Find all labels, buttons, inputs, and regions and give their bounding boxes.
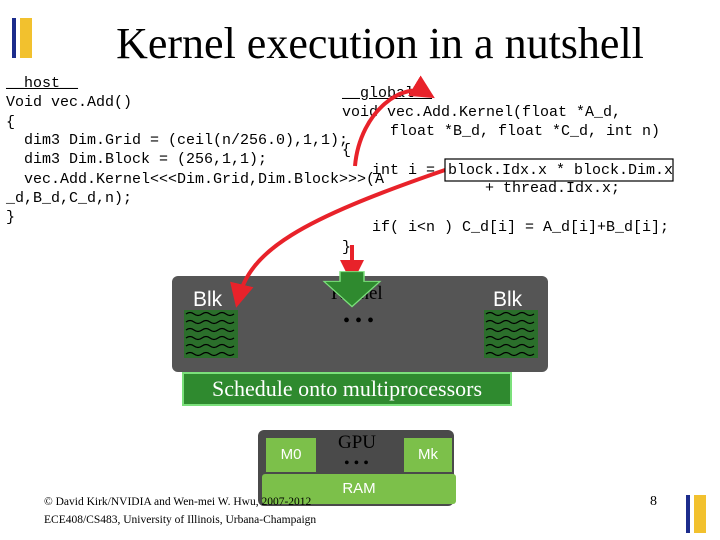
host-qualifier: __host__ bbox=[6, 75, 79, 92]
thread-lines-icon bbox=[185, 311, 235, 357]
host-code-line: Void vec.Add() bbox=[6, 94, 133, 111]
accent-bar-yellow-bottom bbox=[694, 495, 706, 533]
host-code-line: dim3 Dim.Block = (256,1,1); bbox=[6, 151, 268, 168]
host-code-line: _d,B_d,C_d,n); bbox=[6, 190, 133, 207]
accent-bar-blue bbox=[12, 18, 16, 58]
gpu-label: GPU bbox=[338, 432, 377, 453]
page-number: 8 bbox=[650, 494, 657, 509]
kernel-code-line: void vec.Add.Kernel(float *A_d, bbox=[342, 104, 622, 121]
block-right-label: Blk bbox=[493, 288, 523, 311]
footer-course: ECE408/CS483, University of Illinois, Ur… bbox=[44, 514, 317, 526]
kernel-index-expr: block.Idx.x * block.Dim.x bbox=[448, 162, 674, 179]
multiprocessor-last: Mk bbox=[404, 438, 452, 472]
host-code-line: { bbox=[6, 114, 16, 131]
kernel-body-line: if( i<n ) C_d[i] = A_d[i]+B_d[i]; bbox=[372, 219, 670, 236]
host-code-line: } bbox=[6, 209, 16, 226]
gpu-ellipsis: • • • bbox=[344, 455, 369, 472]
slide-title: Kernel execution in a nutshell bbox=[116, 19, 644, 68]
host-code-line: dim3 Dim.Grid = (ceil(n/256.0),1,1); bbox=[6, 132, 349, 149]
multiprocessor-first: M0 bbox=[266, 438, 316, 472]
kernel-code-line: float *B_d, float *C_d, int n) bbox=[354, 123, 661, 140]
block-right bbox=[484, 310, 538, 358]
block-left bbox=[184, 310, 238, 358]
kernel-code-line: { bbox=[342, 142, 352, 159]
kernel-qualifier: __global__ bbox=[342, 85, 433, 102]
kernel-close-brace: } bbox=[342, 239, 352, 256]
thread-lines-icon bbox=[485, 311, 535, 357]
block-left-label: Blk bbox=[193, 288, 223, 311]
footer-copyright: © David Kirk/NVIDIA and Wen-mei W. Hwu, … bbox=[44, 496, 312, 508]
kernel-index-expr: + thread.Idx.x; bbox=[485, 180, 621, 197]
accent-bar-yellow bbox=[20, 18, 32, 58]
grid-ellipsis: • • • bbox=[343, 310, 375, 332]
host-code-line: vec.Add.Kernel<<<Dim.Grid,Dim.Block>>>(A bbox=[6, 171, 385, 188]
kernel-index-prefix: int i = bbox=[372, 162, 445, 179]
ram-box: RAM bbox=[262, 474, 456, 504]
kernel-label: Kernel bbox=[331, 283, 383, 304]
schedule-label: Schedule onto multiprocessors bbox=[182, 372, 512, 406]
accent-bar-blue-bottom bbox=[686, 495, 690, 533]
